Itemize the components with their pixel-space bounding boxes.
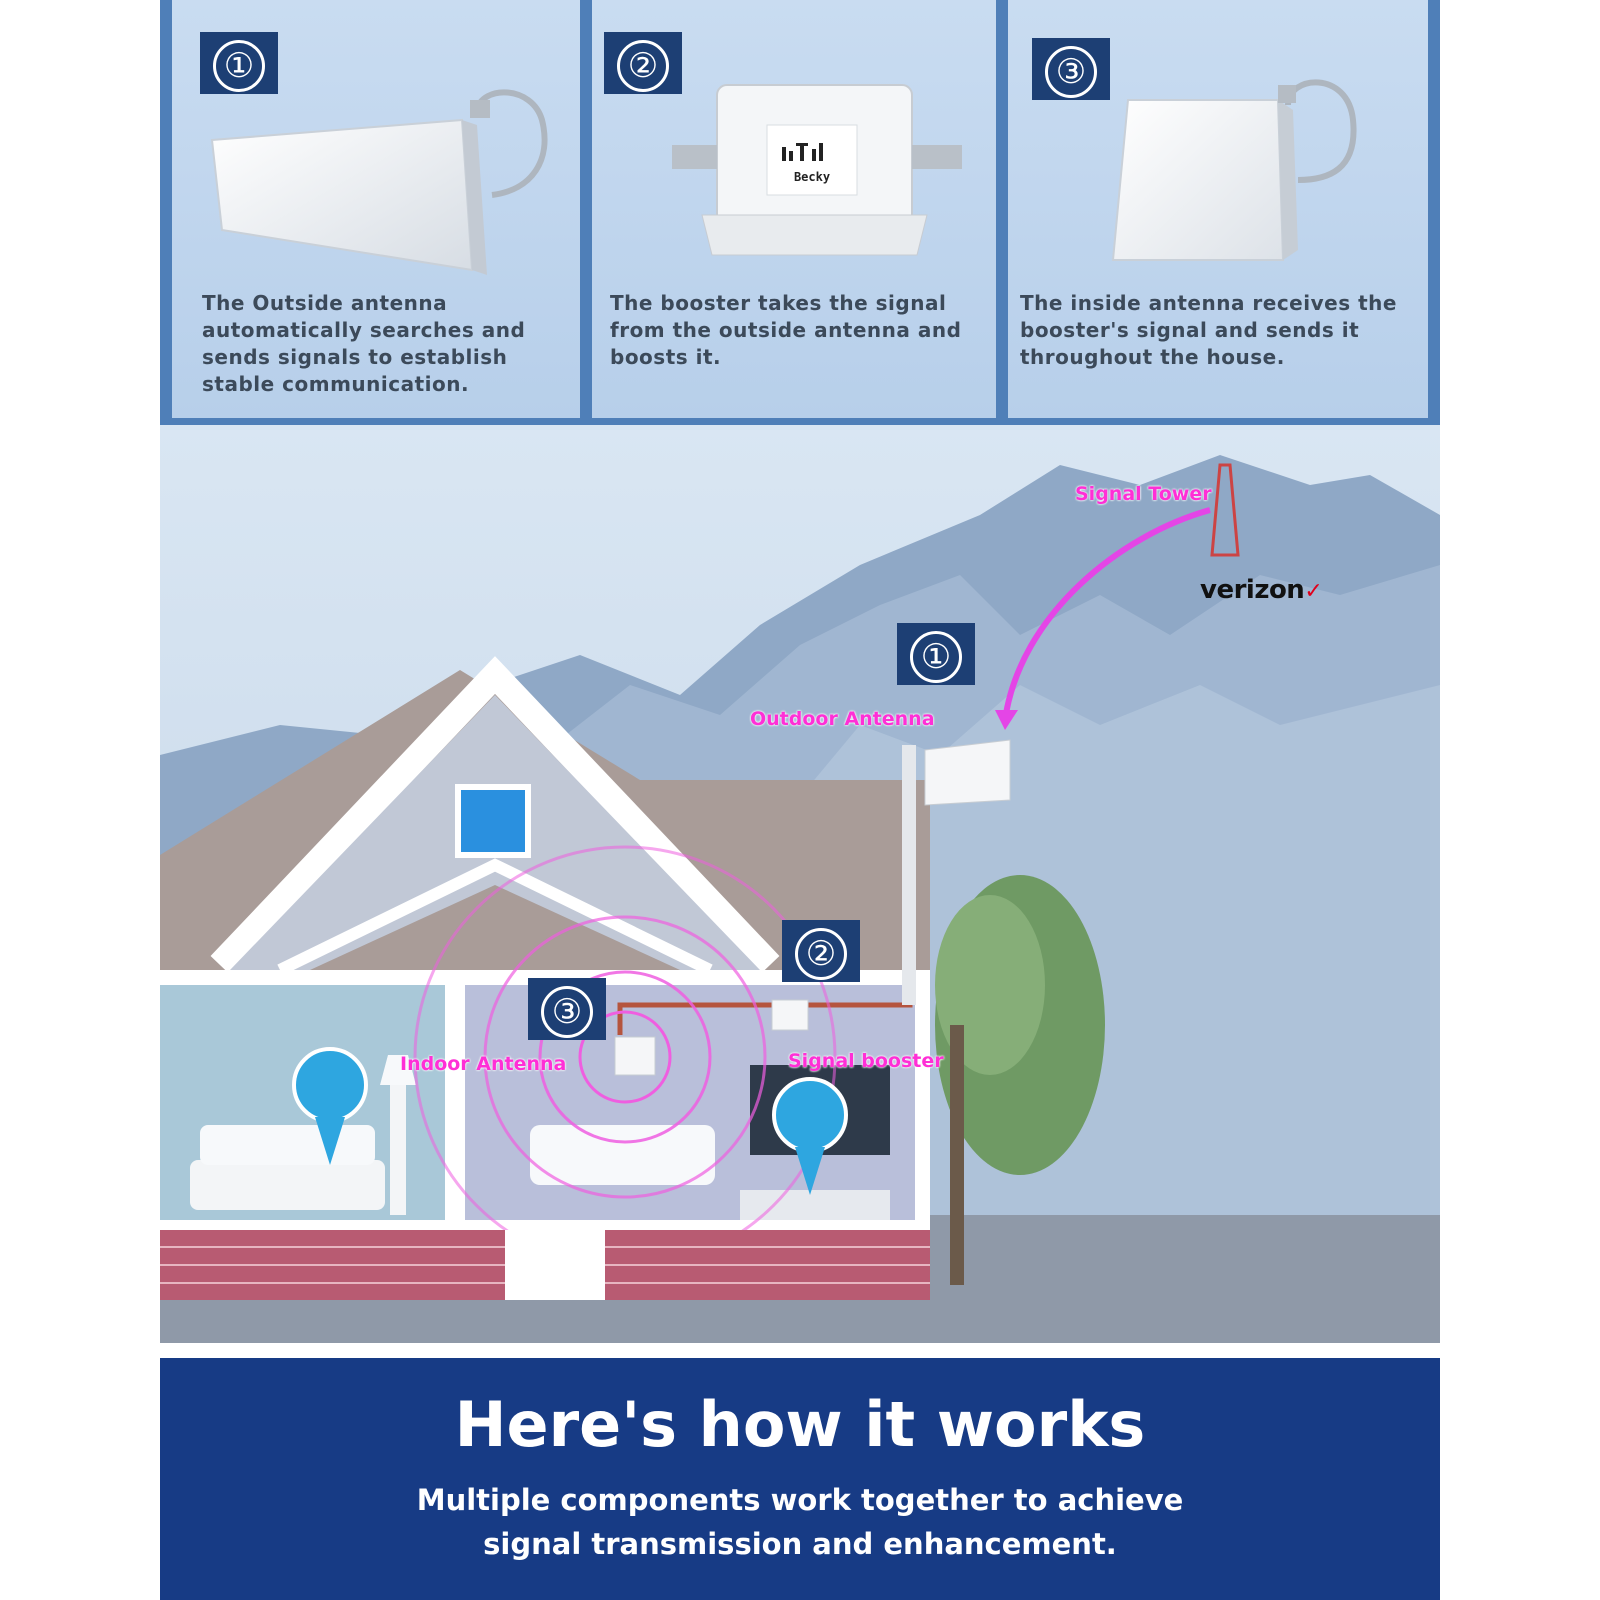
outdoor-badge: ① <box>897 623 975 685</box>
step-panel-3: ③ The inside antenna receives the booste… <box>1008 0 1428 418</box>
booster-badge: ② <box>782 920 860 982</box>
signal-booster-image: Becky <box>672 84 962 256</box>
subheadline-line-2: signal transmission and enhancement. <box>483 1527 1117 1561</box>
step-number-badge: ② <box>604 32 682 94</box>
infographic: ① The Outside antenna automatically sear… <box>160 0 1440 1600</box>
outdoor-antenna-image <box>210 89 548 275</box>
step-description: The inside antenna receives the booster'… <box>1020 291 1397 369</box>
outdoor-antenna-label: Outdoor Antenna <box>750 708 935 730</box>
steps-section: ① The Outside antenna automatically sear… <box>160 0 1440 425</box>
step-panel-2: ② Becky The booster takes the signal fro… <box>592 0 996 418</box>
indoor-antenna-label: Indoor Antenna <box>400 1053 567 1075</box>
verizon-logo: verizon✓ <box>1200 575 1323 605</box>
step-description: The Outside antenna automatically search… <box>202 291 526 396</box>
headline: Here's how it works <box>454 1388 1146 1461</box>
illustration-scene: ① ② ③ Signal Tower verizon✓ Outdoor Ante… <box>160 425 1440 1343</box>
signal-pin-icon <box>292 1047 848 1195</box>
indoor-badge: ③ <box>528 978 606 1040</box>
signal-tower-label: Signal Tower <box>1075 483 1212 505</box>
step-description: The booster takes the signal from the ou… <box>610 291 962 369</box>
subheadline: Multiple components work together to ach… <box>160 1478 1440 1566</box>
footer-banner: Here's how it works Multiple components … <box>160 1352 1440 1600</box>
step-number-badge: ③ <box>1032 38 1110 100</box>
step-panel-1: ① The Outside antenna automatically sear… <box>172 0 580 418</box>
signal-booster-label: Signal booster <box>788 1050 944 1072</box>
house-illustration <box>160 425 1440 1343</box>
indoor-antenna-image <box>1111 79 1357 261</box>
booster-brand: Becky <box>794 170 830 184</box>
subheadline-line-1: Multiple components work together to ach… <box>416 1483 1184 1517</box>
step-number-badge: ① <box>200 32 278 94</box>
